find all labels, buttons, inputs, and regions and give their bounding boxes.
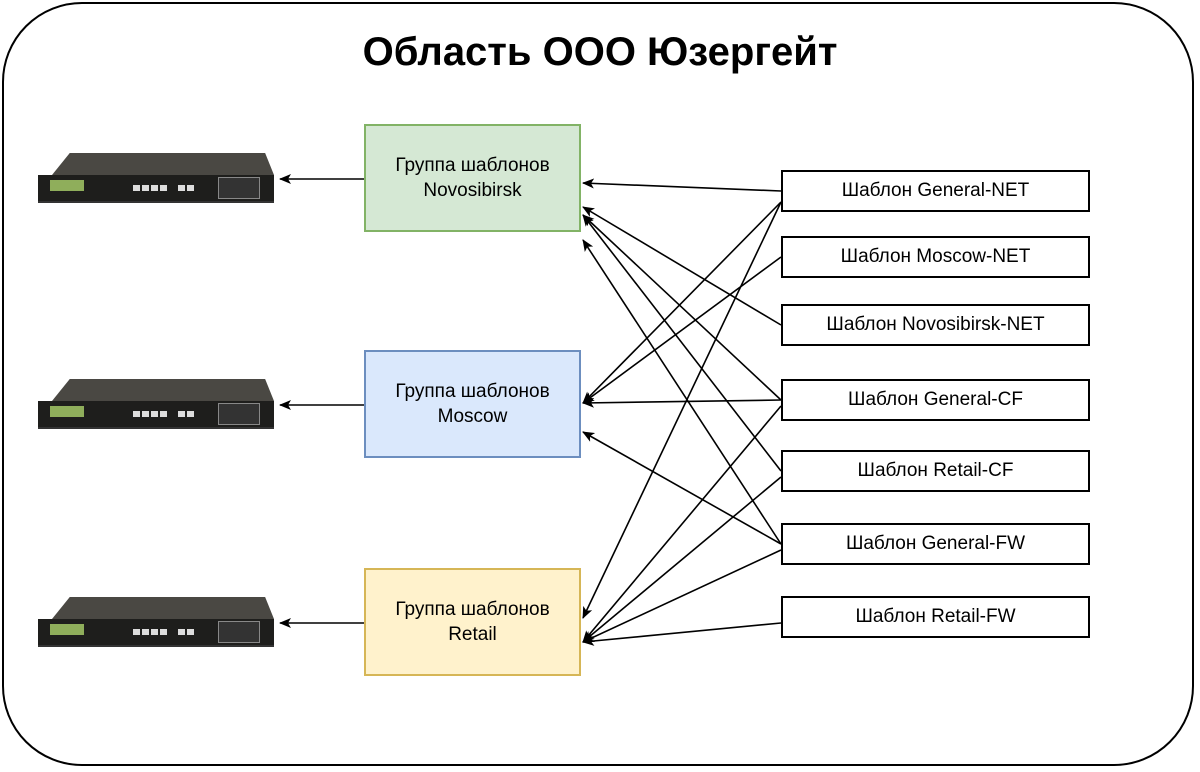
arrow-general-cf-to-moscow [582, 397, 782, 408]
arrow-general-fw-to-novosibirsk [582, 239, 782, 545]
template-retail-cf[interactable]: Шаблон Retail-CF [781, 450, 1090, 492]
usergate-appliance-icon [38, 153, 274, 203]
arrow-general-net-to-retail [582, 201, 782, 619]
template-general-cf[interactable]: Шаблон General-CF [781, 379, 1090, 421]
arrow-general-fw-to-moscow [582, 431, 782, 545]
template-novosibirsk-net[interactable]: Шаблон Novosibirsk-NET [781, 304, 1090, 346]
diagram-title: Область ООО Юзергейт [362, 30, 838, 74]
template-general-fw[interactable]: Шаблон General-FW [781, 523, 1090, 565]
arrow-moscow-net-to-moscow [582, 256, 782, 404]
usergate-appliance-icon [38, 379, 274, 429]
arrow-retail-cf-to-retail [582, 476, 782, 643]
arrow-retail-fw-to-retail [582, 622, 782, 646]
template-moscow-net[interactable]: Шаблон Moscow-NET [781, 236, 1090, 278]
usergate-appliance-icon [38, 597, 274, 647]
template-retail-fw[interactable]: Шаблон Retail-FW [781, 596, 1090, 638]
arrow-novosibirsk-net-to-novosibirsk [582, 206, 782, 326]
arrow-general-net-to-moscow [582, 201, 782, 404]
arrow-general-fw-to-retail [582, 549, 782, 643]
template-general-net[interactable]: Шаблон General-NET [781, 170, 1090, 212]
arrow-general-net-to-novosibirsk [582, 178, 782, 192]
arrow-retail-cf-to-novosibirsk [582, 214, 782, 472]
arrow-general-cf-to-novosibirsk [582, 214, 782, 401]
arrow-general-cf-to-retail [582, 405, 782, 643]
